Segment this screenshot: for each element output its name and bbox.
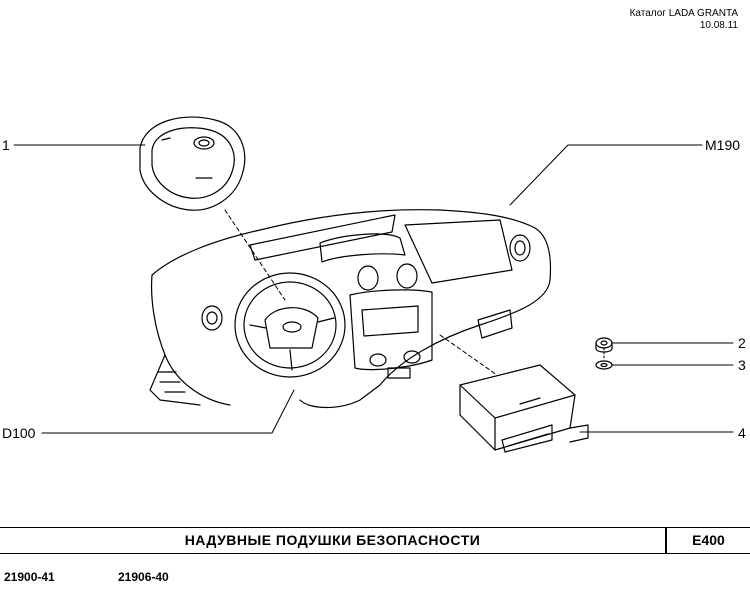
driver-airbag-module: [139, 116, 246, 211]
callout-1: 1: [2, 137, 10, 153]
callout-4: 4: [738, 425, 746, 441]
section-code: E400: [692, 532, 725, 548]
washer: [595, 360, 613, 370]
airbag-control-unit: [459, 364, 589, 453]
page-title: НАДУВНЫЕ ПОДУШКИ БЕЗОПАСНОСТИ: [184, 532, 481, 548]
title-bar: [0, 527, 750, 554]
instrument-panel: [149, 209, 552, 409]
callout-3: 3: [738, 357, 746, 373]
callout-2: 2: [738, 335, 746, 351]
model-code-1: 21900-41: [4, 570, 55, 584]
leader-lines: [13, 144, 734, 434]
catalog-date: 10.08.11: [699, 20, 738, 31]
nut: [595, 337, 613, 353]
title-divider: [665, 527, 667, 554]
callout-d100: D100: [2, 425, 36, 441]
steering-wheel: [234, 272, 346, 378]
callout-m190: M190: [705, 137, 741, 153]
model-code-2: 21906-40: [118, 570, 169, 584]
catalog-title: Каталог LADA GRANTA: [629, 8, 738, 19]
